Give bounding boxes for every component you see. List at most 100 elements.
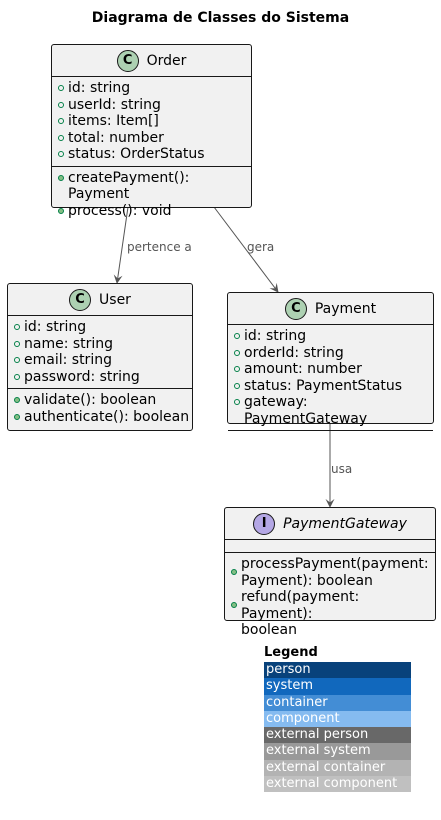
public-method-icon (58, 207, 64, 214)
public-field-icon (58, 101, 64, 108)
field-row: gateway: PaymentGateway (228, 394, 433, 427)
public-field-icon (234, 349, 240, 356)
class-payment-methods (228, 431, 433, 443)
method-row: authenticate(): boolean (8, 409, 192, 426)
public-method-icon (14, 413, 20, 420)
class-payment-name: Payment (314, 300, 377, 317)
method-row: processPayment(payment: Payment): boolea… (225, 556, 435, 589)
field-row: orderId: string (228, 345, 433, 362)
method-text: processPayment(payment: Payment): boolea… (241, 556, 429, 589)
method-text: validate(): boolean (24, 392, 157, 408)
field-row: status: OrderStatus (52, 146, 251, 163)
interface-paymentgateway[interactable]: I PaymentGateway processPayment(payment:… (224, 507, 436, 638)
public-field-icon (14, 324, 20, 330)
class-badge-icon: C (284, 297, 307, 320)
class-order-header: C Order (52, 45, 251, 77)
public-field-icon (14, 357, 20, 363)
public-field-icon (14, 373, 20, 380)
public-field-icon (234, 399, 240, 405)
field-row: password: string (8, 369, 192, 386)
edge-order-user (113, 206, 129, 284)
legend-item: external person (264, 727, 411, 744)
legend-item: system (264, 678, 411, 695)
class-badge-icon: C (116, 49, 139, 72)
diagram-title: Diagrama de Classes do Sistema (91, 10, 350, 26)
field-text: status: PaymentStatus (244, 377, 403, 394)
public-field-icon (14, 340, 20, 347)
field-row: items: Item[] (52, 113, 251, 130)
legend-item: container (264, 694, 411, 711)
legend-title: Legend (264, 645, 318, 660)
public-field-icon (234, 333, 240, 339)
field-text: id: string (68, 80, 131, 96)
edge-order-payment (213, 206, 279, 293)
field-row: id: string (52, 80, 251, 97)
public-method-icon (231, 569, 237, 575)
interface-paymentgateway-methods: processPayment(payment: Payment): boolea… (225, 553, 435, 642)
interface-paymentgateway-header: I PaymentGateway (225, 508, 435, 540)
legend-item: external component (264, 776, 411, 793)
public-field-icon (58, 85, 64, 91)
method-text: createPayment(): Payment (68, 169, 194, 203)
field-row: id: string (8, 319, 192, 336)
field-row: userId: string (52, 97, 251, 114)
legend-item: external system (264, 743, 411, 760)
public-field-icon (234, 366, 240, 372)
field-text: email: string (24, 352, 112, 368)
edge-label-payment-gateway: usa (331, 462, 352, 476)
field-text: amount: number (244, 361, 362, 377)
public-method-icon (231, 602, 237, 608)
field-text: id: string (24, 319, 87, 335)
method-text: refund(payment: Payment): boolean (241, 589, 360, 638)
method-text: authenticate(): boolean (24, 408, 190, 425)
field-text: orderId: string (244, 344, 344, 361)
legend-item: component (264, 710, 411, 728)
legend-item: external container (264, 759, 411, 777)
field-row: name: string (8, 336, 192, 353)
legend-item: person (264, 662, 411, 679)
field-row: id: string (228, 328, 433, 345)
public-field-icon (58, 151, 64, 157)
public-field-icon (234, 382, 240, 389)
class-user-name: User (99, 291, 131, 308)
edge-label-order-payment: gera (247, 240, 274, 254)
method-text: process(): void (68, 202, 172, 219)
field-text: total: number (68, 129, 164, 146)
field-text: password: string (24, 368, 140, 385)
class-payment-header: C Payment (228, 293, 433, 325)
field-row: amount: number (228, 361, 433, 378)
field-row: status: PaymentStatus (228, 378, 433, 395)
public-field-icon (58, 134, 64, 141)
method-row: refund(payment: Payment): boolean (225, 589, 435, 639)
public-field-icon (58, 118, 64, 124)
interface-badge-icon: I (253, 512, 276, 535)
interface-paymentgateway-fields (225, 540, 435, 553)
field-text: userId: string (68, 96, 161, 113)
field-text: id: string (244, 328, 307, 344)
field-text: items: Item[] (68, 113, 159, 129)
public-method-icon (14, 397, 20, 403)
method-row: process(): void (52, 203, 251, 220)
class-user-header: C User (8, 284, 192, 316)
field-text: gateway: PaymentGateway (244, 394, 368, 427)
method-row: createPayment(): Payment (52, 170, 251, 203)
field-row: email: string (8, 352, 192, 369)
field-text: status: OrderStatus (68, 146, 205, 162)
field-row: total: number (52, 130, 251, 147)
class-badge-icon: C (69, 288, 92, 311)
field-text: name: string (24, 335, 114, 352)
class-order-name: Order (146, 52, 187, 69)
interface-paymentgateway-name: PaymentGateway (283, 515, 407, 532)
edge-label-order-user: pertence a (127, 240, 192, 254)
